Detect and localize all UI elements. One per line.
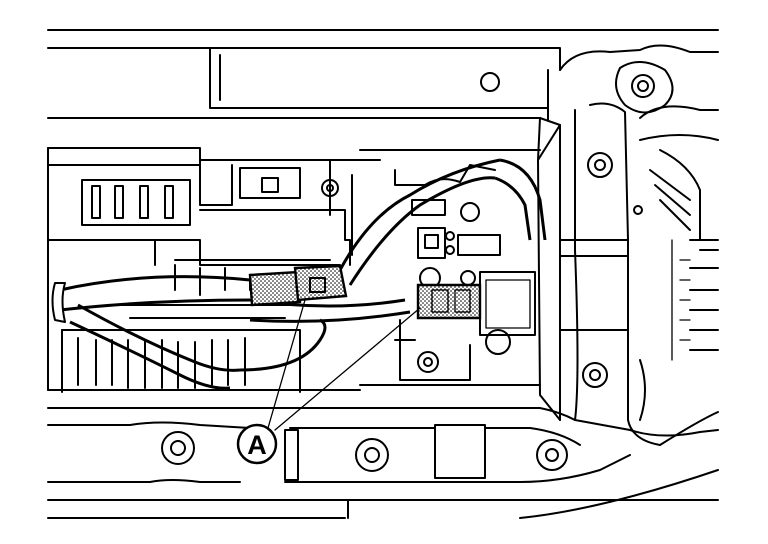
right-flange [559,44,719,446]
internal-parts [394,164,536,381]
lower-frame-rail [47,407,719,519]
center-housing [359,117,629,421]
connector-left [248,264,348,307]
left-chassis [47,147,381,391]
callout-a: A [236,423,278,465]
connector-right [416,283,482,320]
callout-circle [236,423,278,465]
mounting-hole [480,72,500,92]
callout-label: A [247,430,267,460]
leader-lines [267,299,421,431]
upper-frame [47,29,719,121]
wiring-harness [51,158,547,390]
